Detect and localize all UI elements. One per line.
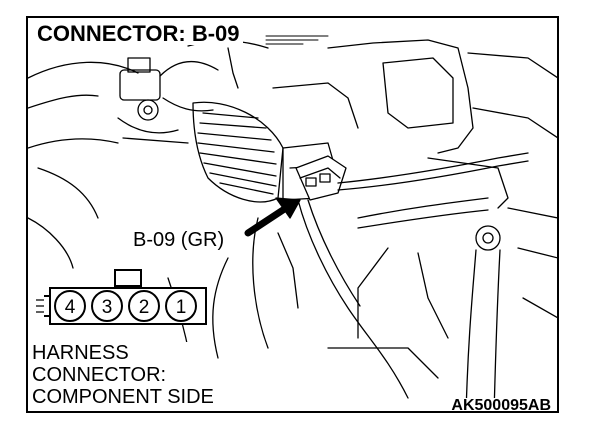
pin-label: 1 (176, 297, 187, 318)
harness-caption-line: CONNECTOR: (32, 364, 167, 386)
harness-caption: HARNESS CONNECTOR: COMPONENT SIDE (32, 342, 214, 408)
diagram-title: CONNECTOR: B-09 (34, 23, 243, 45)
diagram-frame: CONNECTOR: B-09 B-09 (GR) 4 3 2 1 HARNES… (26, 16, 559, 413)
figure-code: AK500095AB (451, 397, 551, 413)
connector-face-icon: 4 3 2 1 (36, 269, 207, 325)
pin-circle (54, 290, 86, 322)
pin-label: 4 (65, 297, 76, 318)
connector-pins: 4 3 2 1 (54, 290, 197, 322)
pin-label: 3 (102, 297, 113, 318)
harness-caption-line: HARNESS (32, 342, 129, 364)
pin-circle (165, 290, 197, 322)
engine-bay-illustration (28, 35, 557, 411)
harness-caption-line: COMPONENT SIDE (32, 386, 214, 408)
pin-label: 2 (139, 297, 150, 318)
pin-circle (91, 290, 123, 322)
connector-callout-label: B-09 (GR) (131, 229, 227, 251)
pin-circle (128, 290, 160, 322)
pointer-arrow-icon (244, 197, 301, 237)
